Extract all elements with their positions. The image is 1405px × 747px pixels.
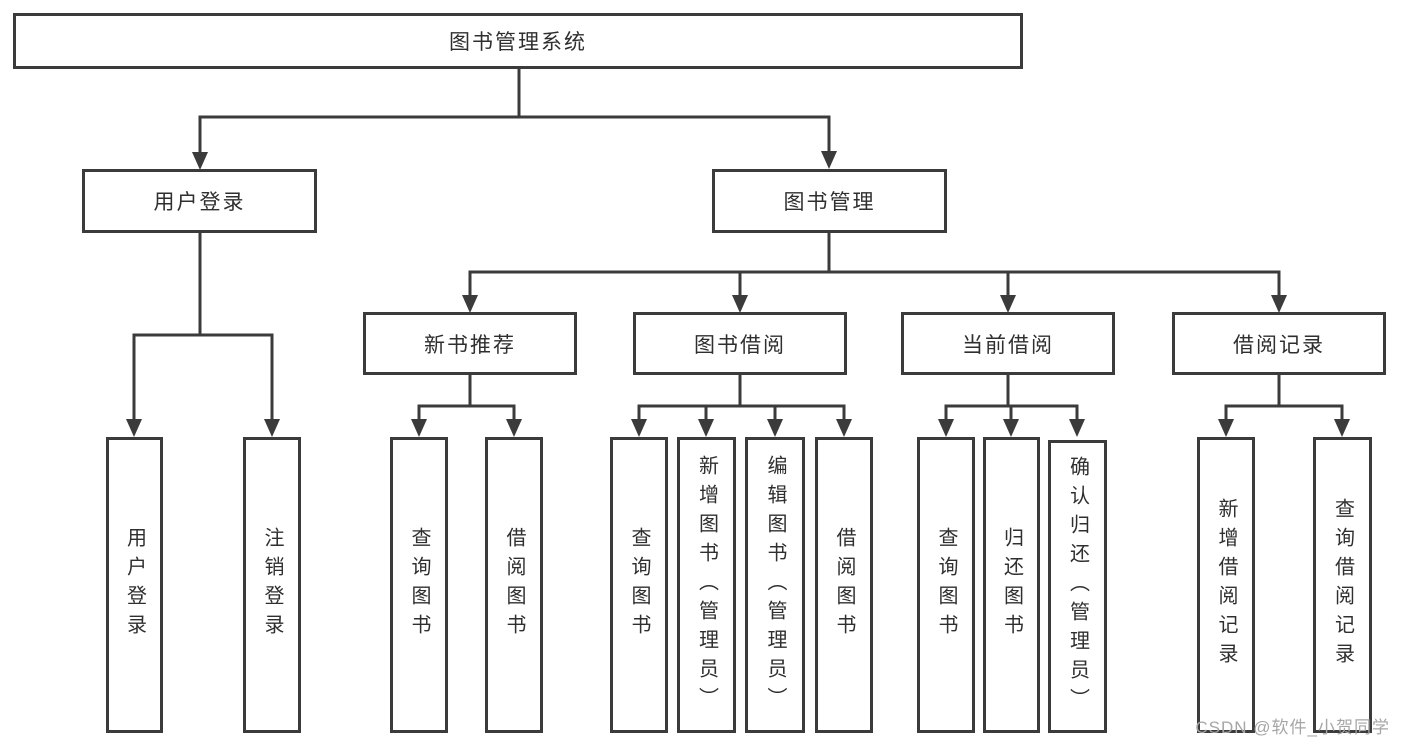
leaf-current-return-book-label: 归还图书: [1000, 527, 1023, 643]
node-user-login-label: 用户登录: [153, 191, 246, 214]
leaf-current-return-book: 归还图书: [983, 437, 1040, 733]
leaf-record-add: 新增借阅记录: [1197, 437, 1255, 733]
leaf-borrow-query-book: 查询图书: [610, 437, 668, 733]
node-book-management: 图书管理: [712, 169, 947, 233]
node-current-borrow-label: 当前借阅: [962, 333, 1054, 357]
leaf-current-query-book: 查询图书: [917, 437, 975, 733]
leaf-current-confirm-return-label: 确认归还（管理员）: [1066, 456, 1089, 717]
leaf-borrow-edit-book: 编辑图书（管理员）: [745, 437, 805, 733]
node-new-book-recommend: 新书推荐: [363, 312, 577, 375]
node-book-management-label: 图书管理: [783, 191, 876, 214]
csdn-watermark: CSDN @软件_小贺同学: [1195, 718, 1390, 737]
node-root-label: 图书管理系统: [449, 31, 587, 54]
node-new-book-recommend-label: 新书推荐: [424, 333, 516, 357]
leaf-current-query-book-label: 查询图书: [935, 527, 957, 643]
leaf-borrow-query-book-label: 查询图书: [628, 527, 650, 643]
leaf-user-login: 用户登录: [106, 437, 163, 733]
leaf-borrow-borrow-book: 借阅图书: [815, 437, 873, 733]
node-borrow-record-label: 借阅记录: [1233, 333, 1325, 357]
leaf-borrow-add-book: 新增图书（管理员）: [677, 437, 736, 733]
node-borrow-record: 借阅记录: [1172, 312, 1386, 375]
leaf-record-query: 查询借阅记录: [1313, 437, 1372, 733]
leaf-current-confirm-return: 确认归还（管理员）: [1048, 440, 1107, 733]
node-book-borrow: 图书借阅: [633, 312, 847, 375]
leaf-record-add-label: 新增借阅记录: [1215, 498, 1237, 672]
leaf-borrow-add-book-label: 新增图书（管理员）: [695, 454, 718, 716]
node-current-borrow: 当前借阅: [901, 312, 1115, 375]
leaf-recommend-query-book: 查询图书: [390, 437, 448, 733]
leaf-user-login-label: 用户登录: [123, 527, 146, 643]
leaf-logout: 注销登录: [243, 437, 301, 733]
leaf-borrow-edit-book-label: 编辑图书（管理员）: [764, 454, 786, 716]
node-book-borrow-label: 图书借阅: [694, 333, 786, 357]
leaf-borrow-borrow-book-label: 借阅图书: [833, 527, 855, 643]
leaf-record-query-label: 查询借阅记录: [1331, 498, 1354, 672]
leaf-recommend-borrow-book: 借阅图书: [485, 437, 543, 733]
leaf-recommend-query-book-label: 查询图书: [408, 527, 430, 643]
leaf-logout-label: 注销登录: [261, 527, 283, 643]
node-root: 图书管理系统: [13, 13, 1023, 69]
node-user-login: 用户登录: [82, 169, 317, 233]
leaf-recommend-borrow-book-label: 借阅图书: [503, 527, 525, 643]
